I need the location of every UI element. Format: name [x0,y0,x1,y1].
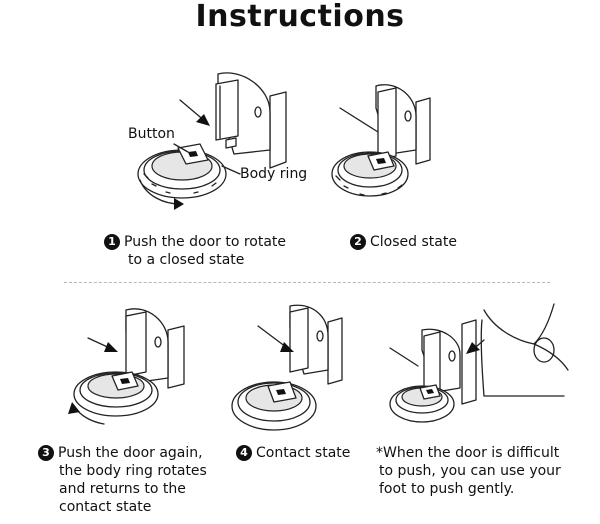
step-1-line1: Push the door to rotate [124,234,287,250]
note-line2: to push, you can use your [379,463,561,479]
figure-push-again [68,308,185,425]
label-body-ring: Body ring [240,166,308,182]
step-4-line1: Contact state [256,445,351,461]
note-line3: foot to push gently. [379,481,515,497]
step-3-line1: Push the door again, [58,445,203,461]
step-4-number: 4 [236,445,252,461]
foot-note: *When the door is difficult to push, you… [376,444,561,498]
figure-contact-state [231,304,343,431]
note-line1: *When the door is difficult [376,445,560,461]
step-2-line1: Closed state [370,234,457,250]
step-3-line2: the body ring rotates [59,463,207,479]
figure-closed-state [331,84,431,197]
section-divider [64,282,550,283]
step-2-number: 2 [350,234,366,250]
step-3-number: 3 [38,445,54,461]
page-title: Instructions [195,0,405,34]
step-3-line4: contact state [59,499,152,515]
step-3-line3: and returns to the [59,481,186,497]
step-1-number: 1 [104,234,120,250]
figure-push-to-rotate [137,72,287,210]
label-button: Button [128,126,175,142]
step-1-line2: to a closed state [128,252,245,268]
figure-foot-push [389,303,569,423]
